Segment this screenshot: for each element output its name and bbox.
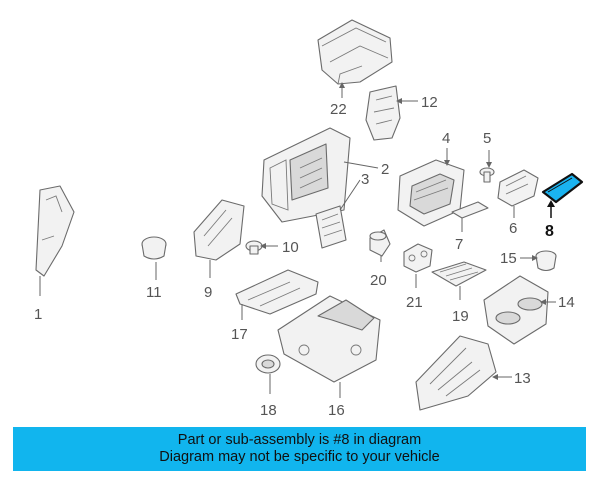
callout-14-label: 14	[558, 294, 575, 311]
callout-21: 21	[406, 274, 423, 311]
callout-10: 10	[260, 239, 299, 256]
callout-5-label: 5	[483, 130, 491, 147]
callout-22-label: 22	[330, 101, 347, 118]
callout-17: 17	[231, 304, 248, 343]
part-17[interactable]	[235, 269, 319, 315]
callout-7-label: 7	[455, 236, 463, 253]
part-20[interactable]	[369, 229, 391, 257]
callout-1-label: 1	[34, 306, 42, 323]
banner-line-2: Diagram may not be specific to your vehi…	[159, 449, 440, 465]
part-18[interactable]	[255, 354, 281, 374]
callout-14: 14	[540, 294, 575, 311]
callout-8-label: 8	[545, 223, 554, 240]
banner-line-1: Part or sub-assembly is #8 in diagram	[177, 432, 422, 448]
callout-2-label: 2	[381, 161, 389, 178]
part-11[interactable]	[141, 236, 167, 260]
part-2[interactable]	[261, 127, 351, 223]
callout-15-label: 15	[500, 250, 517, 267]
part-19[interactable]	[431, 261, 487, 287]
part-16[interactable]	[277, 295, 381, 383]
callout-11: 11	[146, 262, 162, 301]
part-9[interactable]	[193, 199, 245, 261]
part-21[interactable]	[403, 243, 433, 273]
part-8[interactable]	[541, 172, 584, 204]
part-22[interactable]	[317, 19, 393, 85]
callout-2: 2	[343, 161, 389, 178]
part-14[interactable]	[483, 275, 549, 345]
callout-11-label: 11	[146, 284, 162, 301]
callout-3: 3	[339, 171, 369, 211]
callout-9: 9	[204, 260, 212, 301]
callout-17-label: 17	[231, 326, 248, 343]
part-7[interactable]	[451, 201, 489, 219]
callout-19: 19	[452, 286, 469, 325]
callout-22: 22	[330, 82, 347, 118]
part-4[interactable]	[397, 159, 465, 227]
callout-20: 20	[370, 256, 387, 289]
part-12[interactable]	[365, 85, 401, 141]
callout-12: 12	[396, 94, 438, 111]
callout-13-label: 13	[514, 370, 531, 387]
callout-18: 18	[260, 374, 277, 419]
callout-7: 7	[455, 218, 463, 253]
callout-6: 6	[509, 206, 517, 237]
callout-1: 1	[34, 276, 42, 323]
callout-4-label: 4	[442, 130, 450, 147]
callout-13: 13	[492, 370, 531, 387]
part-5[interactable]	[479, 167, 495, 183]
part-13[interactable]	[415, 335, 497, 411]
callout-5: 5	[483, 130, 492, 168]
callout-19-label: 19	[452, 308, 469, 325]
callout-10-label: 10	[282, 239, 299, 256]
part-10[interactable]	[245, 240, 263, 255]
callout-3-label: 3	[361, 171, 369, 188]
callout-20-label: 20	[370, 272, 387, 289]
callout-16-label: 16	[328, 402, 345, 419]
callout-6-label: 6	[509, 220, 517, 237]
part-15[interactable]	[535, 250, 557, 272]
callout-18-label: 18	[260, 402, 277, 419]
part-3[interactable]	[315, 205, 347, 249]
callout-12-label: 12	[421, 94, 438, 111]
part-6[interactable]	[497, 169, 539, 207]
info-banner: Part or sub-assembly is #8 in diagram Di…	[13, 427, 586, 471]
callout-16: 16	[328, 382, 345, 419]
callout-21-label: 21	[406, 294, 423, 311]
part-1[interactable]	[35, 185, 75, 277]
callout-4: 4	[442, 130, 450, 166]
callout-15: 15	[500, 250, 538, 267]
callout-9-label: 9	[204, 284, 212, 301]
callout-8: 8	[545, 200, 555, 240]
